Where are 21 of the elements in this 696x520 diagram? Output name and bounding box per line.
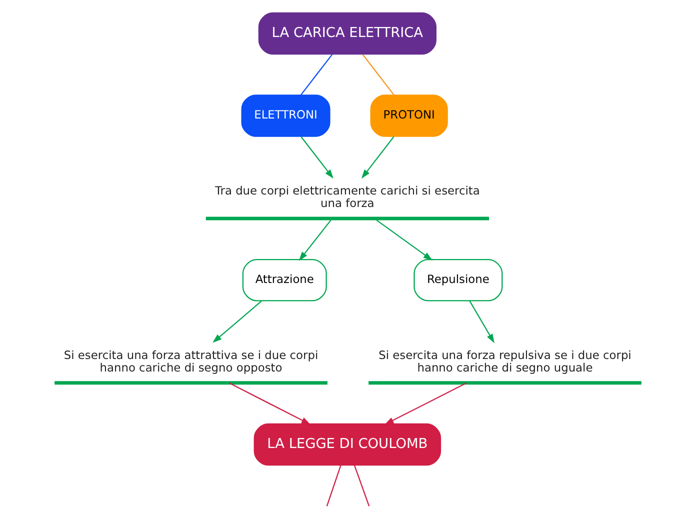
node-text: Si esercita una forza repulsiva se i due corpi hanno cariche di segno uguale <box>378 348 632 374</box>
node-box: PROTONI <box>370 94 448 137</box>
node-box: ELETTRONI <box>241 94 330 137</box>
arrow <box>384 382 467 425</box>
arrow <box>469 300 494 344</box>
arrow <box>300 136 334 179</box>
arrow <box>374 218 433 260</box>
arrow <box>361 136 394 179</box>
node-box: Repulsione <box>414 259 503 302</box>
connector <box>354 464 370 506</box>
arrow <box>229 382 311 425</box>
arrow <box>298 218 332 261</box>
node-text: Tra due corpi elettricamente carichi si esercita una forza <box>214 184 480 210</box>
node-box: Attrazione <box>242 259 327 302</box>
node-box: LA CARICA ELETTRICA <box>258 12 436 55</box>
node-box: LA LEGGE DI COULOMB <box>254 423 442 466</box>
connector <box>326 465 342 506</box>
node-text: Si esercita una forza attrattiva se i due corpi hanno cariche di segno opposto <box>64 348 318 374</box>
connector <box>300 54 333 96</box>
connector <box>362 54 394 96</box>
arrow <box>212 300 262 343</box>
